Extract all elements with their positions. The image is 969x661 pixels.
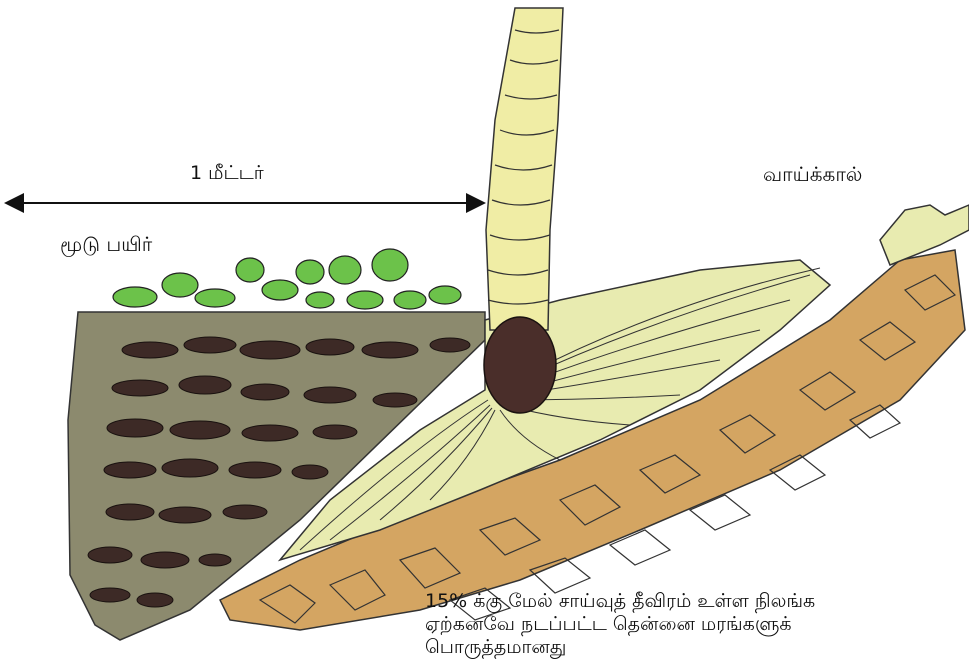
mulch-plants: [113, 249, 461, 309]
note-line-1: 15% க்கு மேல் சாய்வுத் தீவிரம் உள்ள நிலங…: [425, 590, 969, 613]
root-ball: [484, 317, 556, 413]
arrow-right-head: [466, 193, 486, 213]
width-label: 1 மீட்டர்: [190, 162, 264, 187]
note-line-2: ஏற்கனவே நடப்பட்ட தென்னை மரங்களுக்: [425, 613, 969, 636]
arrow-left-head: [4, 193, 24, 213]
mulch-label: மூடு பயிர்: [60, 232, 152, 259]
note-text: 15% க்கு மேல் சாய்வுத் தீவிரம் உள்ள நிலங…: [425, 590, 969, 661]
channel-label: வாய்க்கால்: [763, 162, 862, 189]
note-line-3: பொருத்தமானது: [425, 636, 969, 659]
coconut-trunk: [486, 8, 563, 330]
